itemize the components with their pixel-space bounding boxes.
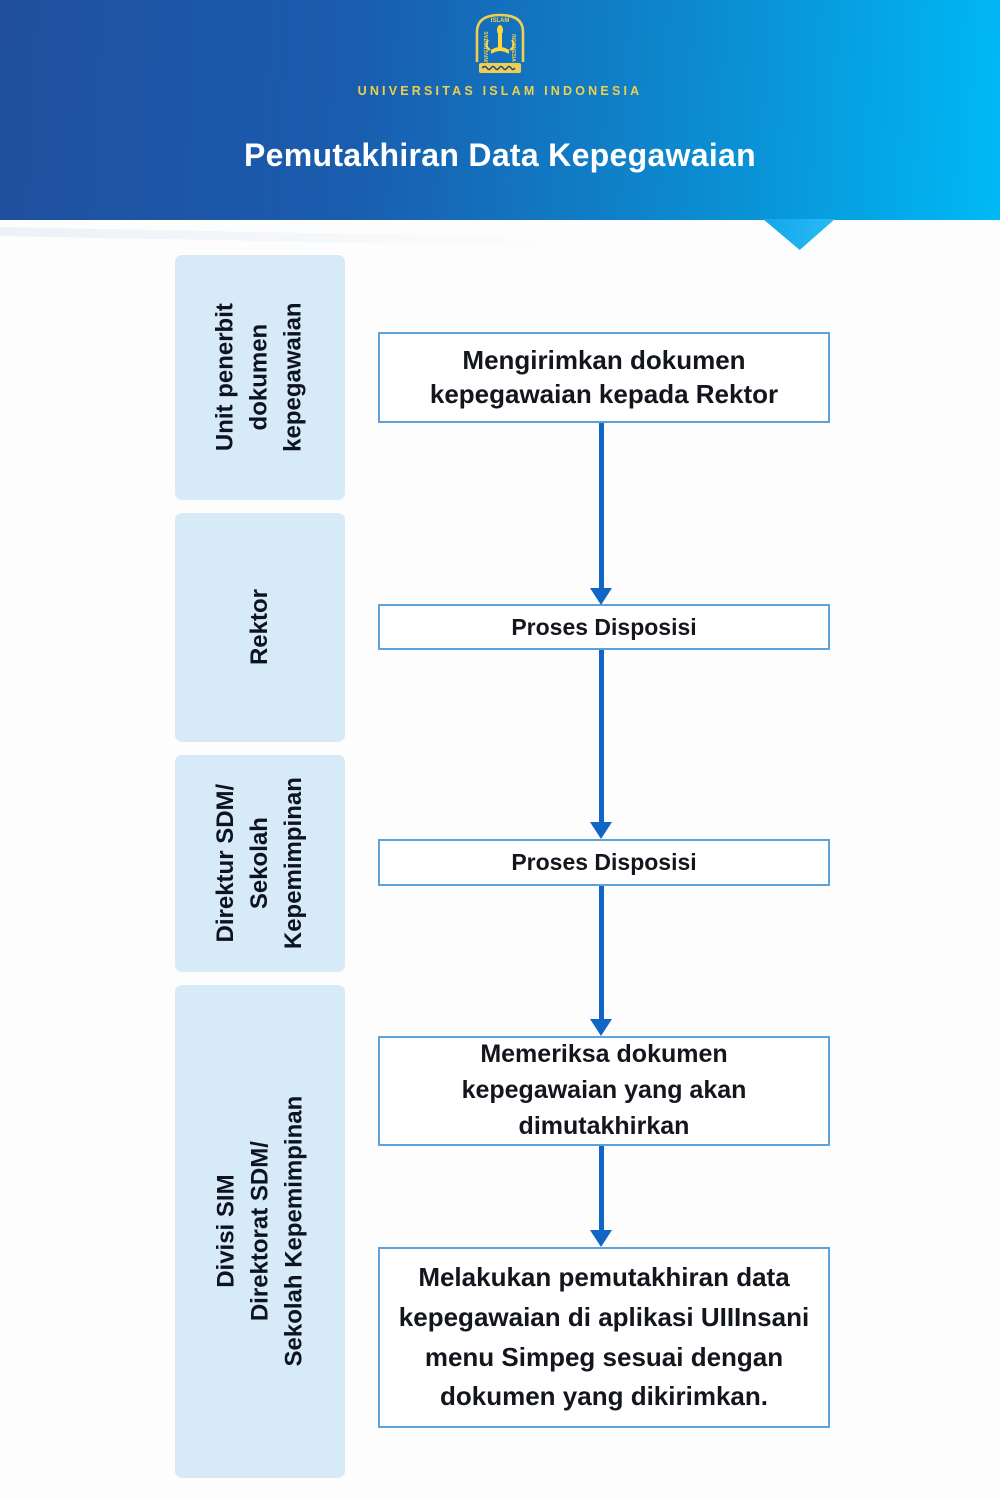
arrowhead-down-icon	[590, 1230, 612, 1247]
swimlane-label-direktur-sdm: Direktur SDM/ Sekolah Kepemimpinan	[175, 755, 345, 972]
uii-logo-icon: ISLAM UNIVERSITAS INDONESIA	[0, 10, 1000, 81]
step-box-proses-disposisi-2: Proses Disposisi	[378, 839, 830, 886]
arrowhead-down-icon	[590, 588, 612, 605]
arrowhead-down-icon	[590, 1019, 612, 1036]
swimlane-label-text: Unit penerbit dokumen kepegawaian	[211, 302, 308, 453]
swimlane-label-text: Divisi SIM Direktorat SDM/ Sekolah Kepem…	[211, 1096, 308, 1367]
step-text: Melakukan pemutakhiran data kepegawaian …	[398, 1261, 810, 1412]
swimlane-label-rektor: Rektor	[175, 513, 345, 742]
swimlane-label-text: Direktur SDM/ Sekolah Kepemimpinan	[211, 777, 308, 950]
page-title: Pemutakhiran Data Kepegawaian	[244, 137, 756, 173]
svg-text:ISLAM: ISLAM	[491, 18, 510, 24]
header: ISLAM UNIVERSITAS INDONESIA UNIVERSITAS …	[0, 0, 1000, 220]
step-box-proses-disposisi-1: Proses Disposisi	[378, 604, 830, 650]
university-wordmark: UNIVERSITAS ISLAM INDONESIA	[357, 84, 643, 98]
step-text: Proses Disposisi	[511, 849, 697, 875]
swimlane-label-divisi-sim: Divisi SIM Direktorat SDM/ Sekolah Kepem…	[175, 985, 345, 1478]
step-text: Proses Disposisi	[511, 613, 697, 640]
flow-arrow-line-4	[599, 1146, 604, 1232]
step-text: Memeriksa dokumen kepegawaian yang akan …	[461, 1040, 747, 1140]
swimlane-label-unit-penerbit: Unit penerbit dokumen kepegawaian	[175, 255, 345, 500]
flow-arrow-line-1	[599, 423, 604, 590]
header-pointer-notch	[763, 219, 835, 250]
step-box-memeriksa-dokumen: Memeriksa dokumen kepegawaian yang akan …	[378, 1036, 830, 1146]
step-box-melakukan-pemutakhiran: Melakukan pemutakhiran data kepegawaian …	[378, 1247, 830, 1428]
arrowhead-down-icon	[590, 822, 612, 839]
swimlane-label-text: Rektor	[245, 589, 273, 666]
flow-arrow-line-2	[599, 650, 604, 824]
step-box-mengirimkan-dokumen: Mengirimkan dokumen kepegawaian kepada R…	[378, 332, 830, 423]
step-text: Mengirimkan dokumen kepegawaian kepada R…	[429, 344, 779, 409]
header-swoosh-accent	[0, 227, 560, 247]
flow-arrow-line-3	[599, 886, 604, 1021]
